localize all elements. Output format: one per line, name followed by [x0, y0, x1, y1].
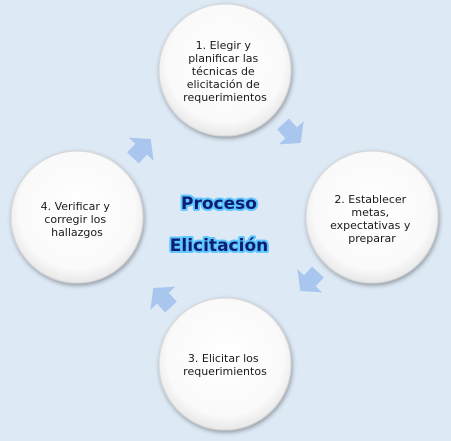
- step-1-line: 1. Elegir y: [196, 39, 252, 52]
- step-1-line: técnicas de: [192, 65, 255, 78]
- center-title: Proceso Elicitación: [168, 192, 270, 258]
- step-3-node: 3. Elicitar los requerimientos: [158, 297, 292, 431]
- step-1-text: 1. Elegir y planificar las técnicas de e…: [183, 39, 267, 104]
- arrow-3-to-4: [150, 286, 177, 313]
- step-2-line: metas,: [351, 206, 389, 219]
- step-3-line: requerimientos: [183, 365, 267, 378]
- step-2-line: preparar: [348, 232, 396, 245]
- step-4-line: 4. Verificar y: [41, 200, 111, 213]
- step-3-circle: [158, 297, 292, 431]
- title-line-1: Proceso: [181, 194, 257, 214]
- step-1-line: requerimientos: [183, 91, 267, 104]
- step-1-line: planificar las: [188, 52, 258, 65]
- step-1-circle: [158, 3, 292, 137]
- arrow-4-to-1: [127, 137, 154, 164]
- step-1-node: 1. Elegir y planificar las técnicas de e…: [158, 3, 292, 137]
- step-4-node: 4. Verificar y corregir los hallazgos: [10, 150, 144, 284]
- arrow-2-to-3: [297, 266, 324, 293]
- step-3-text: 3. Elicitar los requerimientos: [183, 352, 267, 378]
- step-2-line: 2. Establecer: [334, 193, 406, 206]
- step-4-text: 4. Verificar y corregir los hallazgos: [41, 200, 114, 239]
- step-2-circle: [305, 150, 439, 284]
- step-3-line: 3. Elicitar los: [188, 352, 259, 365]
- step-1-line: elicitación de: [187, 78, 260, 91]
- arrow-1-to-2: [277, 118, 304, 145]
- step-2-text: 2. Establecer metas, expectativas y prep…: [330, 193, 414, 245]
- step-2-node: 2. Establecer metas, expectativas y prep…: [305, 150, 439, 284]
- step-4-line: corregir los: [44, 213, 106, 226]
- step-4-line: hallazgos: [51, 226, 103, 239]
- cycle-arrows: [127, 118, 324, 313]
- step-4-circle: [10, 150, 144, 284]
- title-line-2: Elicitación: [170, 236, 268, 256]
- step-2-line: expectativas y: [330, 219, 411, 232]
